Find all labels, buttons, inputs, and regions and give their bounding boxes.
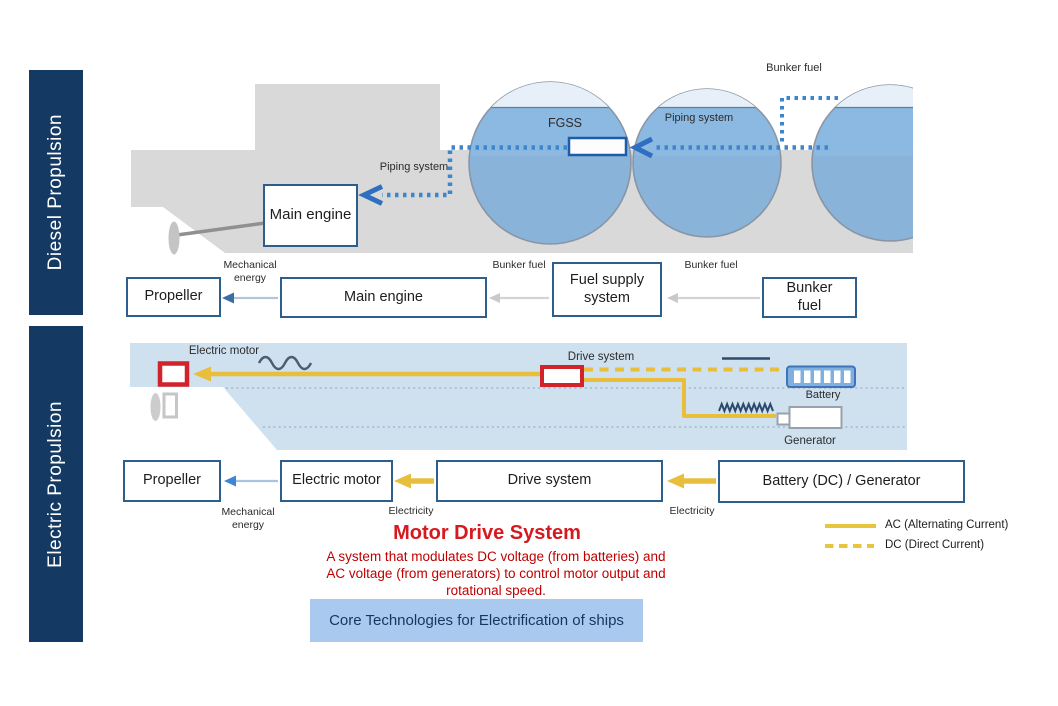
ac-arrowhead-motor [193, 366, 211, 382]
electric-propeller-icon [150, 393, 161, 421]
description-line-3: rotational speed. [446, 583, 546, 598]
link-label-bunker-fuel-1: Bunker fuel [492, 259, 546, 271]
diesel-propulsion-label: Diesel Propulsion [45, 114, 66, 271]
propeller-shaft [176, 221, 266, 237]
flow-box-fuel-supply-system: Fuel supply system [552, 262, 662, 317]
flow-box-propeller-diesel-label: Propeller [144, 288, 203, 305]
legend-dc-label: DC (Direct Current) [885, 539, 985, 551]
flow-box-battery-generator: Battery (DC) / Generator [718, 460, 965, 503]
flow-box-main-engine-label: Main engine [344, 288, 423, 305]
core-technologies-banner: Core Technologies for Electrification of… [310, 599, 643, 642]
main-engine-ship-box: Main engine [263, 184, 358, 247]
flow-box-propeller-electric: Propeller [123, 460, 221, 502]
piping-system-label-engine: Piping system [379, 161, 449, 173]
generator-label-ship: Generator [784, 435, 836, 447]
piping-system-label-tank: Piping system [664, 112, 734, 124]
electric-flow-arrows [224, 473, 716, 489]
piping-arrowhead-fgss [629, 136, 654, 159]
sidebar-electric-propulsion: Electric Propulsion [29, 326, 83, 642]
flow-box-drive-system: Drive system [436, 460, 663, 502]
description-line-2: AC voltage (from generators) to control … [326, 566, 666, 581]
electric-motor-ship-icon [157, 361, 190, 387]
fgss-unit-icon [567, 136, 628, 157]
flow-box-fuel-supply-system-label: Fuel supply system [569, 272, 645, 306]
link-label-bunker-fuel-2: Bunker fuel [684, 259, 738, 271]
electric-motor-label-ship: Electric motor [188, 345, 260, 357]
flow-box-propeller-electric-label: Propeller [142, 472, 202, 489]
drive-system-ship-icon [540, 365, 584, 387]
flow-box-bunker-fuel: Bunker fuel [762, 277, 857, 318]
ac-line-to-generator [584, 378, 776, 418]
flow-box-battery-generator-label: Battery (DC) / Generator [762, 472, 921, 489]
piping-dotted-line-engine [382, 145, 567, 198]
main-engine-ship-label: Main engine [269, 206, 352, 224]
fuel-tank-3 [811, 84, 913, 242]
sidebar-diesel-propulsion: Diesel Propulsion [29, 70, 83, 315]
battery-icon [786, 365, 856, 388]
legend-ac-label: AC (Alternating Current) [885, 519, 1009, 531]
generator-icon [776, 406, 843, 429]
flow-box-bunker-fuel-label: Bunker fuel [786, 280, 833, 314]
fgss-label: FGSS [547, 116, 583, 130]
link-label-electricity-1: Electricity [388, 505, 434, 517]
flow-box-electric-motor-label: Electric motor [292, 472, 381, 489]
link-label-mechanical-energy-electric: Mechanical energy [221, 506, 275, 531]
link-label-mechanical-energy-diesel: Mechanical energy [223, 259, 277, 284]
diesel-flow-arrows [222, 292, 760, 304]
diesel-superstructure [255, 84, 440, 151]
motor-drive-system-description: A system that modulates DC voltage (from… [246, 548, 746, 599]
rudder-icon [162, 392, 178, 419]
link-label-electricity-2: Electricity [669, 505, 715, 517]
electric-propulsion-label: Electric Propulsion [45, 400, 66, 568]
piping-arrowhead-engine [358, 184, 384, 206]
bunker-fuel-label-ship: Bunker fuel [766, 62, 822, 74]
description-line-1: A system that modulates DC voltage (from… [326, 549, 666, 564]
core-technologies-banner-label: Core Technologies for Electrification of… [329, 612, 624, 629]
battery-label-ship: Battery [805, 389, 841, 401]
bunker-fuel-dotted-line [780, 96, 838, 146]
motor-drive-system-title: Motor Drive System [393, 522, 581, 544]
ac-sine-symbol [257, 355, 313, 371]
diesel-propeller-icon [168, 221, 180, 255]
flow-box-main-engine: Main engine [280, 277, 487, 318]
flow-box-drive-system-label: Drive system [507, 472, 592, 489]
flow-box-propeller-diesel: Propeller [126, 277, 221, 317]
ac-zigzag-symbol [718, 401, 774, 414]
drive-system-label-ship: Drive system [567, 351, 635, 363]
flow-box-electric-motor: Electric motor [280, 460, 393, 502]
